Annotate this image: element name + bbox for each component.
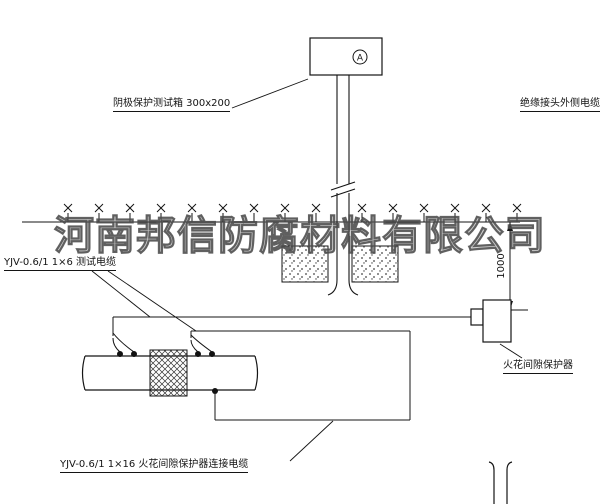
test-cable-label: YJV-0.6/1 1×6 测试电缆 bbox=[4, 257, 117, 271]
dimension-text: 1000 bbox=[496, 253, 507, 278]
protector-label: 火花间隙保护器 bbox=[503, 360, 573, 374]
test-box bbox=[309, 37, 383, 76]
anticorrosion-wrap bbox=[149, 349, 188, 397]
protector-cable-label: YJV-0.6/1 1×16 火花间隙保护器连接电缆 bbox=[60, 459, 249, 473]
leader-lines bbox=[91, 78, 523, 462]
weld-dots bbox=[117, 351, 218, 394]
dimension-line bbox=[488, 222, 528, 311]
pipe-riser-symbol bbox=[488, 461, 513, 504]
conduit-riser bbox=[327, 75, 359, 296]
test-box-label: 阴极保护测试箱 300x200 bbox=[113, 98, 231, 112]
ammeter-letter: A bbox=[357, 54, 364, 64]
cable-runs bbox=[112, 316, 471, 421]
spark-gap-protector bbox=[470, 299, 512, 343]
ground-symbols bbox=[63, 203, 522, 222]
ammeter-symbol bbox=[352, 49, 368, 65]
foundation-blocks bbox=[281, 245, 399, 283]
insulation-cable-label: 绝缘接头外侧电缆 bbox=[520, 98, 600, 112]
